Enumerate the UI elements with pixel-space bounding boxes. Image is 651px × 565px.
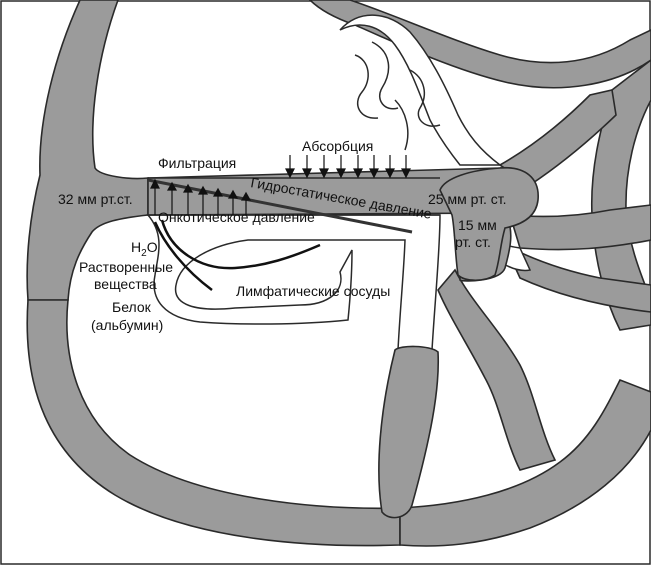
protein-line2: (альбумин) <box>91 317 163 333</box>
dissolved-substances-line2: вещества <box>94 276 157 292</box>
protein-line1: Белок <box>112 299 152 315</box>
venous-mid-pressure-label: 25 мм рт. ст. <box>428 191 506 207</box>
water-label: H2O <box>131 239 158 259</box>
hydrostatic-gradient-line <box>147 178 413 234</box>
lymphatic-valves <box>354 41 441 151</box>
lymphatic-vessels-label: Лимфатические сосуды <box>236 283 390 299</box>
filtration-label: Фильтрация <box>158 155 236 171</box>
dissolved-substances-line1: Растворенные <box>79 259 173 275</box>
fluid-paths <box>153 219 321 292</box>
filtration-arrows <box>150 178 252 215</box>
venous-end-pressure-line1: 15 мм <box>458 217 497 233</box>
absorption-label: Абсорбция <box>302 138 373 154</box>
absorption-arrows <box>285 155 411 179</box>
capillary <box>147 166 539 282</box>
oncotic-pressure-label: Онкотическое давление <box>158 209 315 225</box>
descending-vessel <box>378 345 440 519</box>
arterial-pressure-label: 32 мм рт.ст. <box>58 191 133 207</box>
venous-end-pressure-line2: рт. ст. <box>455 234 491 250</box>
